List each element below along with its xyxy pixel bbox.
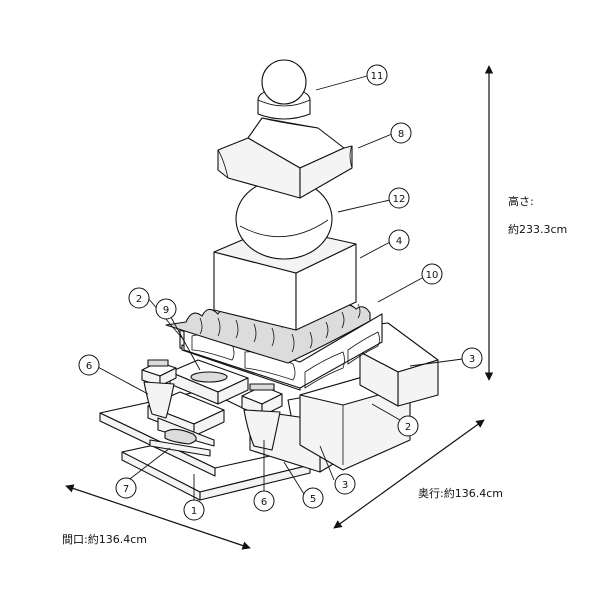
svg-text:4: 4 xyxy=(396,236,402,247)
svg-text:6: 6 xyxy=(86,361,92,372)
callout-3-right: 3 xyxy=(461,347,483,369)
roof xyxy=(217,117,353,199)
callout-12: 12 xyxy=(388,187,410,209)
callout-7: 7 xyxy=(115,477,137,499)
svg-text:1: 1 xyxy=(191,506,197,517)
flower-vase-right xyxy=(241,383,283,451)
sphere xyxy=(235,178,333,260)
dimension-arrows xyxy=(65,65,494,550)
svg-text:3: 3 xyxy=(469,354,475,365)
callout-1: 1 xyxy=(183,499,205,521)
callout-10: 10 xyxy=(421,263,443,285)
depth-label: 奥行:約136.4cm xyxy=(418,487,503,500)
svg-text:2: 2 xyxy=(405,422,411,433)
callout-11: 11 xyxy=(366,64,388,86)
callout-5: 5 xyxy=(302,487,324,509)
svg-text:5: 5 xyxy=(310,494,316,505)
finial xyxy=(257,59,311,120)
svg-text:9: 9 xyxy=(163,305,169,316)
callout-3-bottom: 3 xyxy=(334,473,356,495)
callout-9: 9 xyxy=(155,298,177,320)
svg-text:10: 10 xyxy=(426,270,439,281)
svg-text:11: 11 xyxy=(371,71,384,82)
height-value: 約233.3cm xyxy=(508,223,568,236)
water-basin-upper xyxy=(169,359,249,405)
callout-8: 8 xyxy=(390,122,412,144)
width-label: 間口:約136.4cm xyxy=(62,533,147,546)
leader-lines xyxy=(95,75,471,504)
callout-6-bottom: 6 xyxy=(253,490,275,512)
callout-4: 4 xyxy=(388,229,410,251)
callout-6-left: 6 xyxy=(78,354,100,376)
svg-text:7: 7 xyxy=(123,484,129,495)
svg-text:2: 2 xyxy=(136,294,142,305)
callout-2-top: 2 xyxy=(128,287,150,309)
flower-vase-left xyxy=(141,359,177,419)
svg-text:6: 6 xyxy=(261,497,267,508)
svg-text:8: 8 xyxy=(398,129,404,140)
svg-text:12: 12 xyxy=(393,194,406,205)
svg-text:3: 3 xyxy=(342,480,348,491)
callout-2-right: 2 xyxy=(397,415,419,437)
height-label: 高さ: xyxy=(508,195,534,208)
